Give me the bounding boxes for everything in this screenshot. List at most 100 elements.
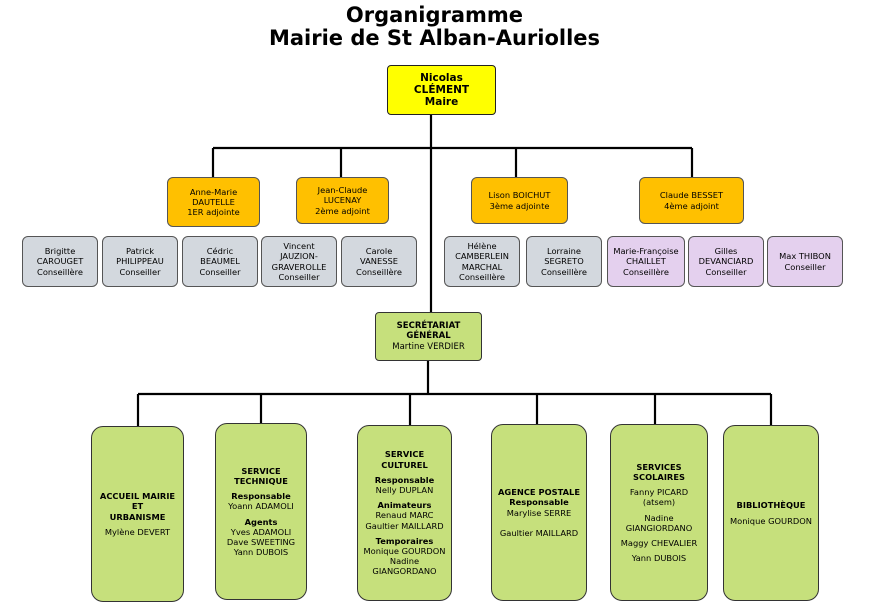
councillor-line: CAMBERLEIN: [455, 251, 509, 262]
adjoint-box-1: Anne-Marie DAUTELLE 1ER adjointe: [167, 177, 260, 227]
dept-title: SERVICE: [384, 449, 425, 460]
councillor-line: Lorraine: [547, 246, 581, 257]
dept-label: Animateurs: [377, 500, 432, 511]
councillor-box: Cédric BEAUMEL Conseiller: [182, 236, 258, 287]
councillor-line: Conseiller: [199, 266, 241, 277]
dept-member: Mylène DEVERT: [104, 526, 171, 537]
dept-bibliotheque: BIBLIOTHÈQUE Monique GOURDON: [723, 425, 819, 601]
councillor-box: Vincent JAUZION- GRAVEROLLE Conseiller: [261, 236, 337, 287]
dept-member: Monique GOURDON: [730, 515, 812, 526]
councillor-line: Patrick: [125, 246, 155, 257]
dept-member: Maggy CHEVALIER: [620, 537, 698, 548]
dept-title: URBANISME: [109, 511, 166, 522]
councillor-box: Patrick PHILIPPEAU Conseiller: [102, 236, 178, 287]
chart-title: Organigramme: [345, 3, 524, 27]
secretariat-name: Martine VERDIER: [392, 341, 465, 352]
dept-label: Responsable: [374, 474, 435, 485]
mayor-box: Nicolas CLÉMENT Maire: [387, 65, 496, 115]
councillor-box: Marie-Françoise CHAILLET Conseillère: [607, 236, 685, 287]
dept-title: TECHNIQUE: [234, 475, 288, 486]
adjoint-box-3: Lison BOICHUT 3ème adjointe: [471, 177, 568, 224]
councillor-box: Gilles DEVANCIARD Conseiller: [688, 236, 764, 287]
adjoint-first: Anne-Marie: [189, 186, 238, 197]
dept-member: Yann DUBOIS: [233, 547, 289, 558]
dept-label: Responsable: [231, 491, 291, 502]
councillor-line: CAROUGET: [36, 256, 84, 267]
dept-title: SERVICE: [241, 465, 281, 476]
chart-subtitle: Mairie de St Alban-Auriolles: [268, 26, 601, 50]
dept-member: (atsem): [642, 497, 676, 508]
dept-scolaires: SERVICES SCOLAIRES Fanny PICARD (atsem) …: [610, 424, 708, 601]
councillor-box: Brigitte CAROUGET Conseillère: [22, 236, 98, 287]
councillor-line: Conseillère: [541, 266, 587, 277]
dept-member: Gaultier MAILLARD: [499, 527, 579, 538]
secretariat-title: SECRÉTARIAT: [396, 320, 461, 331]
dept-culturel: SERVICE CULTUREL Responsable Nelly DUPLA…: [357, 425, 452, 601]
adjoint-first: Claude BESSET: [659, 190, 724, 201]
adjoint-box-2: Jean-Claude LUCENAY 2ème adjoint: [296, 177, 389, 224]
councillor-line: VANESSE: [359, 256, 399, 267]
adjoint-role: 3ème adjointe: [489, 200, 550, 211]
dept-label: Responsable: [509, 497, 569, 508]
councillor-box: Max THIBON Conseiller: [767, 236, 843, 287]
councillor-line: SEGRETO: [544, 256, 584, 267]
councillor-line: DEVANCIARD: [698, 256, 754, 267]
dept-title: CULTUREL: [381, 459, 428, 470]
councillor-line: Conseillère: [623, 266, 669, 277]
councillor-line: Gilles: [714, 246, 738, 257]
adjoint-role: 4ème adjoint: [664, 200, 719, 211]
dept-member: Dave SWEETING: [226, 536, 296, 547]
adjoint-first: Jean-Claude: [317, 185, 368, 196]
dept-member: Fanny PICARD: [629, 487, 689, 498]
councillor-box: Hélène CAMBERLEIN MARCHAL Conseillère: [444, 236, 520, 287]
councillor-line: CHAILLET: [626, 256, 666, 267]
councillor-line: MARCHAL: [461, 261, 503, 272]
councillor-line: Conseiller: [119, 266, 161, 277]
dept-title: ET: [131, 501, 144, 512]
dept-title: SCOLAIRES: [633, 471, 685, 482]
councillor-line: Conseiller: [278, 271, 320, 282]
dept-member: Nelly DUPLAN: [375, 484, 434, 495]
dept-accueil: ACCUEIL MAIRIE ET URBANISME Mylène DEVER…: [91, 426, 184, 602]
dept-member: Yves ADAMOLI: [230, 526, 292, 537]
councillor-line: Vincent: [283, 241, 315, 252]
councillor-box: Carole VANESSE Conseillère: [341, 236, 417, 287]
dept-member: Nadine: [644, 512, 674, 523]
councillor-line: Conseillère: [37, 266, 83, 277]
councillor-line: Carole: [365, 246, 393, 257]
councillor-box: Lorraine SEGRETO Conseillère: [526, 236, 602, 287]
dept-member: Yann DUBOIS: [631, 553, 687, 564]
councillor-line: Brigitte: [44, 246, 76, 257]
dept-member: Yoann ADAMOLI: [228, 501, 294, 512]
councillor-line: JAUZION-: [280, 251, 318, 262]
secretariat-title: GÉNÉRAL: [406, 331, 451, 342]
dept-title: ACCUEIL MAIRIE: [99, 491, 176, 502]
councillor-line: Conseillère: [356, 266, 402, 277]
councillor-line: Conseillère: [459, 271, 505, 282]
mayor-role: Maire: [424, 96, 459, 108]
adjoint-last: DAUTELLE: [192, 196, 235, 207]
councillor-line: Conseiller: [705, 266, 747, 277]
councillor-line: Max THIBON: [779, 251, 831, 262]
dept-title: AGENCE POSTALE: [498, 487, 580, 498]
adjoint-last: LUCENAY: [323, 195, 362, 206]
dept-agence-postale: AGENCE POSTALE Responsable Marylise SERR…: [491, 424, 587, 601]
adjoint-role: 2ème adjoint: [315, 205, 370, 216]
dept-label: Temporaires: [375, 535, 434, 546]
adjoint-box-4: Claude BESSET 4ème adjoint: [639, 177, 744, 224]
councillor-line: PHILIPPEAU: [116, 256, 164, 267]
dept-member: GIANGIORDANO: [625, 522, 693, 533]
councillor-line: Marie-Françoise: [613, 246, 679, 257]
dept-member: GIANGORDANO: [372, 566, 437, 577]
dept-member: Gaultier MAILLARD: [365, 520, 444, 531]
adjoint-first: Lison BOICHUT: [488, 190, 551, 201]
councillor-line: Cédric: [206, 246, 234, 257]
dept-technique: SERVICE TECHNIQUE Responsable Yoann ADAM…: [215, 423, 307, 600]
mayor-first-name: Nicolas: [420, 72, 463, 84]
dept-title: SERVICES: [636, 461, 682, 472]
dept-label: Agents: [244, 516, 278, 527]
dept-title: BIBLIOTHÈQUE: [736, 500, 806, 511]
dept-member: Renaud MARC: [375, 510, 434, 521]
councillor-line: BEAUMEL: [200, 256, 240, 267]
